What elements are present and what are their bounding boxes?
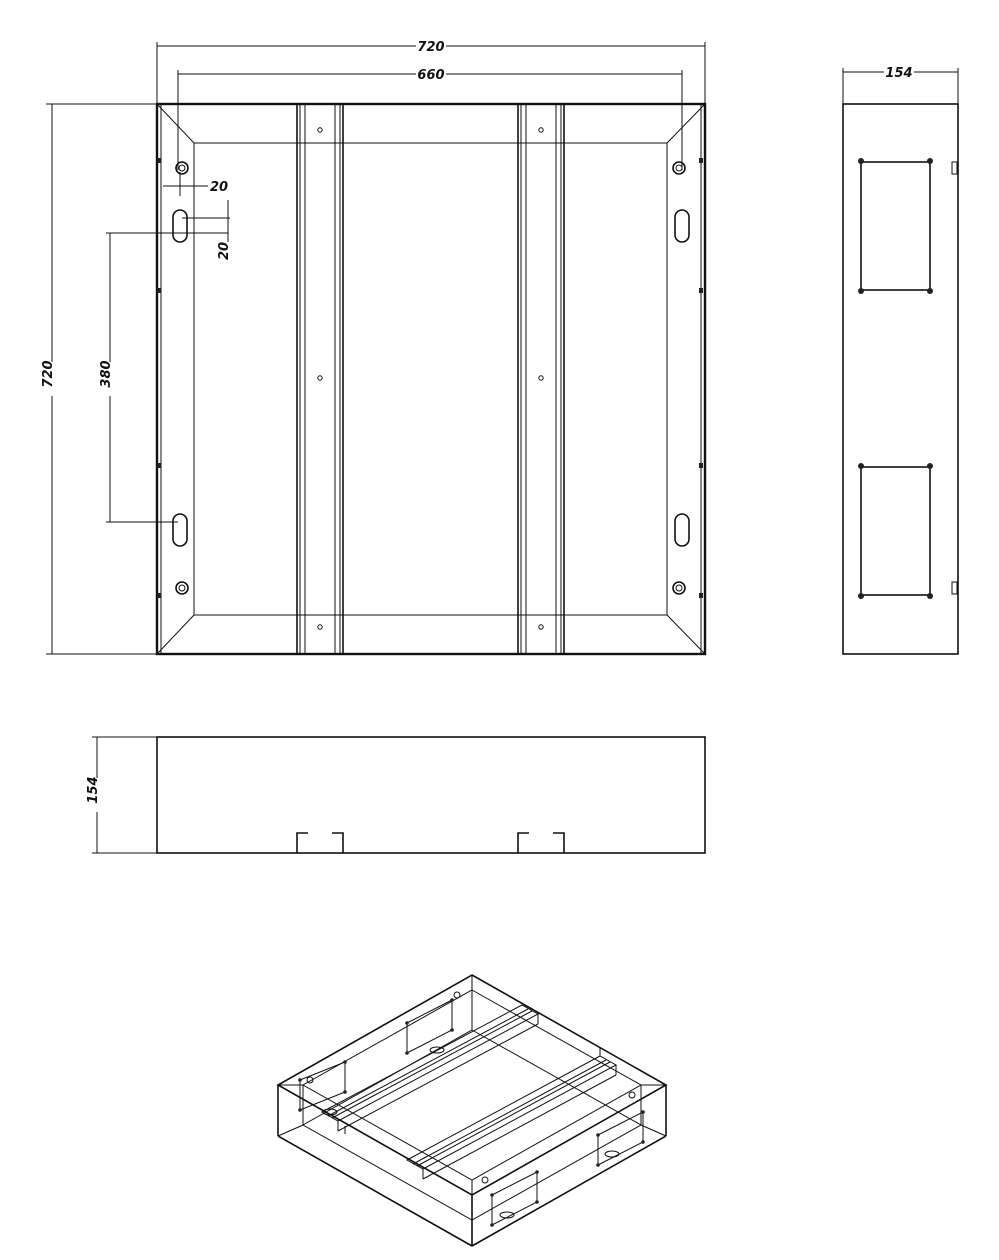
side-cutout-bottom (860, 466, 931, 596)
bottom-view: 154 (86, 736, 706, 854)
dim-outer-width-label: 720 (417, 40, 444, 55)
mounting-holes (175, 161, 686, 595)
dim-hole-offset-y: 20 (182, 200, 232, 260)
bottom-outline (156, 736, 706, 854)
dim-side-depth-label: 154 (885, 66, 912, 81)
right-rail (517, 103, 565, 655)
front-view: 720 660 720 380 20 (41, 40, 707, 656)
iso-rail-2 (405, 1048, 618, 1180)
left-rail (296, 103, 344, 655)
bottom-rail-left (296, 832, 344, 853)
edge-ticks (157, 158, 703, 598)
dim-slot-spacing-label: 380 (99, 360, 114, 387)
side-outline (842, 103, 959, 655)
dim-outer-width: 720 (156, 40, 706, 104)
dim-height: 720 (41, 103, 157, 655)
dim-hole-offset-y-label: 20 (217, 242, 232, 260)
front-outer-frame (155, 102, 707, 656)
dim-inner-width-label: 660 (417, 68, 444, 83)
dim-slot-spacing: 380 (99, 232, 228, 523)
dim-inner-width: 660 (177, 68, 683, 170)
isometric-view (276, 974, 668, 1247)
side-cutout-top (860, 161, 931, 291)
dim-hole-offset-x: 20 (163, 172, 228, 196)
side-view: 154 (842, 66, 959, 655)
iso-rail-1 (320, 1004, 540, 1134)
front-inner-frame (193, 142, 668, 616)
dim-height-label: 720 (41, 360, 56, 387)
mounting-slots (172, 209, 690, 547)
dim-hole-offset-x-label: 20 (210, 180, 228, 195)
bottom-rail-right (517, 832, 565, 853)
dim-bottom-depth-label: 154 (86, 776, 101, 803)
